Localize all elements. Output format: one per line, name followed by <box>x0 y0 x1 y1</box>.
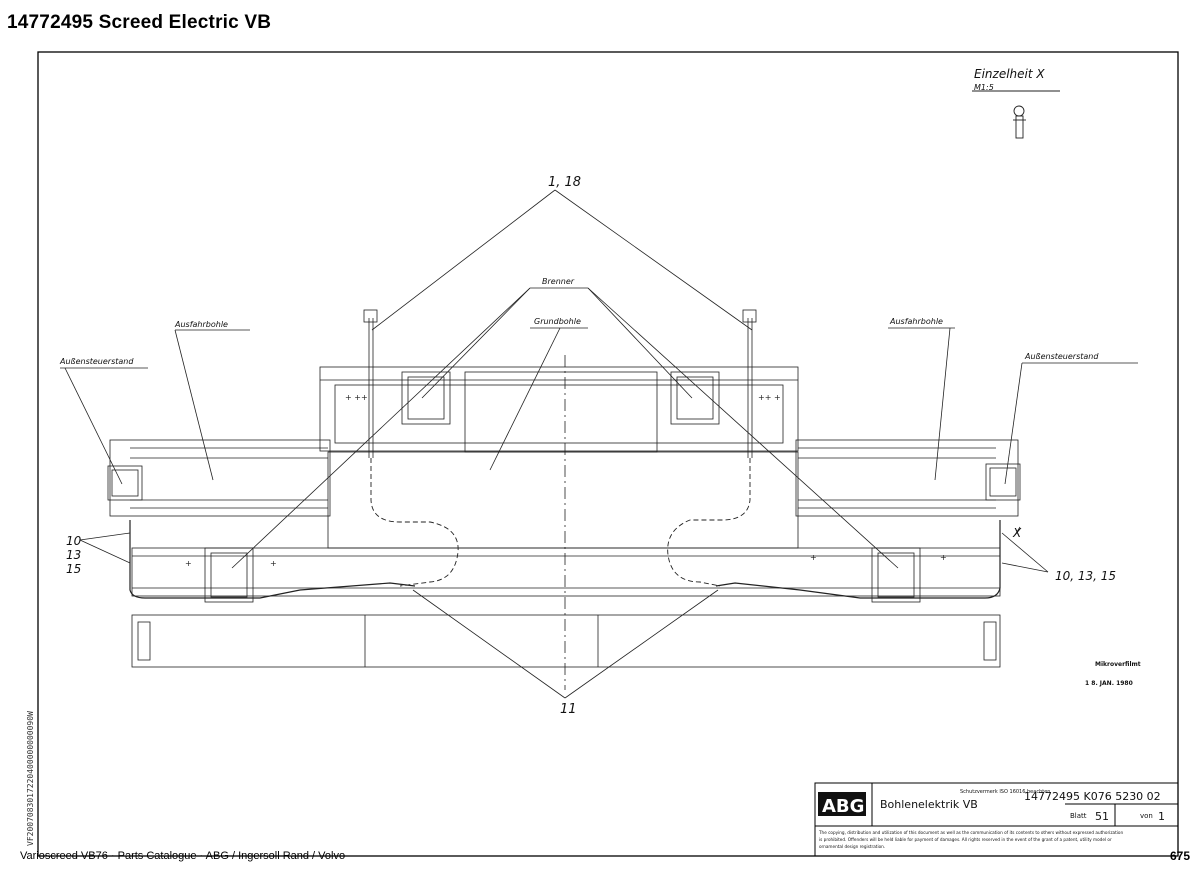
footer-catalogue-info: Varioscreed VB76 · Parts Catalogue · ABG… <box>20 850 346 862</box>
side-reference-code: VF2007083017220400000000090W <box>26 711 35 846</box>
label-grundbohle: Grundbohle <box>534 317 581 326</box>
footer-page-number: 675 <box>1169 849 1190 863</box>
leader-lines <box>60 189 1138 699</box>
label-aussensteuerstand-left: Außensteuerstand <box>59 357 134 366</box>
stamp-line2: 1 8. JAN. 1980 <box>1085 680 1133 687</box>
page-title: 14772495 Screed Electric VB <box>7 12 272 33</box>
callout-x: X <box>1012 526 1022 540</box>
abg-logo-text: ABG <box>822 796 864 817</box>
copyright-line2: is prohibited. Offenders will be held li… <box>819 837 1112 842</box>
svg-text:+: + <box>185 559 192 568</box>
stamp-line1: Mikroverfilmt <box>1095 661 1141 668</box>
copyright-line1: The copying, distribution and utilizatio… <box>818 830 1123 835</box>
of-label: von <box>1140 812 1153 820</box>
microfilm-stamp: Mikroverfilmt 1 8. JAN. 1980 <box>1085 661 1141 687</box>
svg-text:+: + <box>810 553 817 562</box>
abg-logo <box>818 792 866 816</box>
callout-left-15: 15 <box>66 562 81 576</box>
sheet-number: 51 <box>1095 810 1109 823</box>
svg-text:+: + <box>270 559 277 568</box>
callout-1-18: 1, 18 <box>548 175 581 190</box>
notice-top: Schutzvermerk ISO 16016 beachten <box>960 789 1050 795</box>
detail-x-icon <box>972 90 1060 139</box>
svg-text:+: + <box>940 553 947 562</box>
cable-routing <box>370 458 751 587</box>
sheet-label: Blatt <box>1070 812 1087 820</box>
copyright-line3: ornamental design registration. <box>819 844 885 849</box>
drawing-name: Bohlenelektrik VB <box>880 798 978 811</box>
label-ausfahrbohle-left: Ausfahrbohle <box>174 320 228 329</box>
detail-title: Einzelheit X <box>974 67 1045 81</box>
callout-11: 11 <box>560 702 577 717</box>
label-aussensteuerstand-right: Außensteuerstand <box>1024 352 1099 361</box>
callout-right: 10, 13, 15 <box>1055 569 1116 583</box>
drawing-labels: Einzelheit X M1:5 1, 18 Brenner Grundboh… <box>59 67 1116 717</box>
label-ausfahrbohle-right: Ausfahrbohle <box>889 317 943 326</box>
svg-text:++ +: ++ + <box>758 393 781 402</box>
callout-left-10: 10 <box>66 534 82 548</box>
detail-scale: M1:5 <box>974 83 994 92</box>
cable-lower <box>129 520 1001 599</box>
title-block-text: ABG Schutzvermerk ISO 16016 beachten Boh… <box>818 789 1165 849</box>
svg-text:+ ++: + ++ <box>345 393 368 402</box>
callout-left-13: 13 <box>66 548 81 562</box>
label-brenner: Brenner <box>542 277 575 286</box>
screed-assembly: + ++ ++ + + + + + <box>107 309 1021 690</box>
sheet-total: 1 <box>1158 810 1165 823</box>
drawing-number: 14772495 K076 5230 02 <box>1024 790 1161 803</box>
title-block <box>814 782 1179 857</box>
